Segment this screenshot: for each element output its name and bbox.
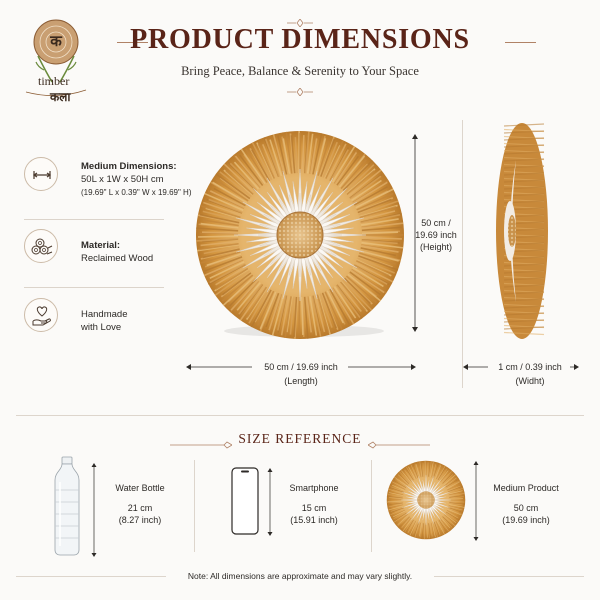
- size-reference-title: SIZE REFERENCE: [238, 431, 362, 446]
- page-title: PRODUCT DIMENSIONS: [130, 24, 470, 55]
- note-line-right: [434, 576, 584, 577]
- footer-note: Note: All dimensions are approximate and…: [187, 571, 413, 581]
- height-caption: (Height): [419, 242, 452, 252]
- smartphone-icon: [231, 467, 259, 540]
- ref-bottle-name: Water Bottle: [115, 483, 165, 493]
- feature-dimensions-heading: Medium Dimensions:: [81, 161, 177, 172]
- ref-bottle-cm: 21 cm: [127, 503, 153, 513]
- feature-dimensions-metric: 50L x 1W x 50H cm: [81, 174, 164, 185]
- wood-logs-icon: [24, 229, 58, 263]
- ref-divider: [194, 460, 195, 552]
- length-label: 50 cm / 19.69 inch (Length): [236, 361, 366, 387]
- feature-dimensions-imperial: (19.69" L x 0.39" W x 19.69" H): [81, 188, 192, 197]
- feature-material-heading: Material:: [81, 240, 121, 251]
- height-value-inch: 19.69 inch: [415, 230, 457, 240]
- ref-product-cm: 50 cm: [513, 503, 539, 513]
- title-line-right: [505, 42, 536, 43]
- ref-phone-cm: 15 cm: [301, 503, 327, 513]
- product-image-side: [494, 120, 550, 347]
- brand-logo: क timber कला: [16, 12, 96, 104]
- width-label: 1 cm / 0.39 inch (Widht): [480, 361, 580, 387]
- width-caption: (Widht): [515, 376, 545, 386]
- feature-material-value: Reclaimed Wood: [81, 253, 154, 264]
- logo-mark: क: [50, 33, 62, 50]
- ref-phone-inch: (15.91 inch): [290, 515, 338, 525]
- section-divider: [16, 415, 584, 416]
- page-subtitle: Bring Peace, Balance & Serenity to Your …: [181, 64, 419, 78]
- view-divider: [462, 120, 463, 388]
- ref-product-name: Medium Product: [493, 483, 559, 493]
- ref-divider: [371, 460, 372, 552]
- ref-bottle-label: Water Bottle 21 cm (8.27 inch): [100, 482, 180, 526]
- note-line-left: [16, 576, 166, 577]
- feature-handmade-line2: with Love: [81, 322, 122, 333]
- height-arrow: [412, 134, 418, 332]
- size-title-ornament-left: [170, 436, 233, 454]
- length-value: 50 cm / 19.69 inch: [264, 362, 338, 372]
- title-line-left: [117, 42, 148, 43]
- width-value: 1 cm / 0.39 inch: [498, 362, 562, 372]
- height-label: 50 cm / 19.69 inch (Height): [411, 217, 461, 253]
- ref-phone-name: Smartphone: [289, 483, 339, 493]
- height-value: 50 cm /: [421, 218, 451, 228]
- ruler-icon: [24, 157, 58, 191]
- size-title-ornament-right: [367, 436, 430, 454]
- title-ornament: [287, 14, 313, 32]
- feature-divider: [24, 219, 164, 220]
- ref-product-label: Medium Product 50 cm (19.69 inch): [484, 482, 568, 526]
- feature-dimensions: Medium Dimensions: 50L x 1W x 50H cm (19…: [81, 160, 192, 199]
- logo-text-timber: timber: [38, 74, 70, 88]
- ref-phone-label: Smartphone 15 cm (15.91 inch): [276, 482, 352, 526]
- length-caption: (Length): [284, 376, 318, 386]
- product-image-front: [194, 129, 406, 346]
- ref-product-inch: (19.69 inch): [502, 515, 550, 525]
- feature-handmade-line1: Handmade: [81, 309, 128, 320]
- feature-material: Material: Reclaimed Wood: [81, 239, 153, 265]
- feature-divider: [24, 287, 164, 288]
- bottle-height-arrow: [91, 463, 97, 557]
- ref-bottle-inch: (8.27 inch): [118, 515, 162, 525]
- logo-text-kala: कला: [50, 90, 71, 104]
- phone-height-arrow: [267, 468, 273, 536]
- feature-handmade: Handmade with Love: [81, 308, 127, 334]
- subtitle-ornament: [287, 83, 313, 101]
- product-height-arrow: [473, 461, 479, 541]
- water-bottle-icon: [51, 456, 83, 561]
- product-thumbnail: [386, 460, 466, 545]
- heart-hand-icon: [24, 298, 58, 332]
